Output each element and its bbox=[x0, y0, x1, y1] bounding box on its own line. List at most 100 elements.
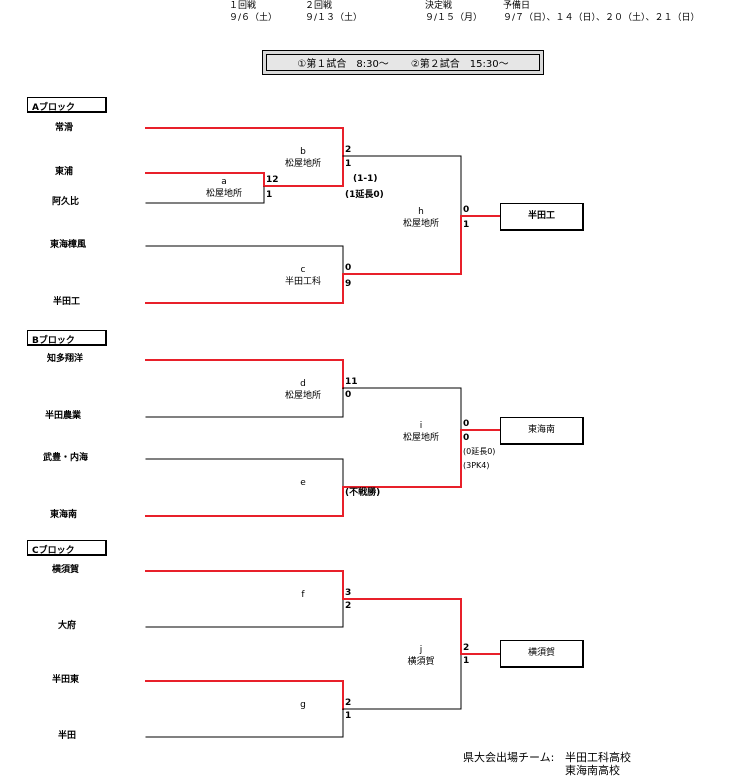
game-c-venue: 半田工科 bbox=[284, 277, 321, 287]
team-obu: 大府 bbox=[58, 621, 77, 631]
game-i-venue: 松屋地所 bbox=[402, 433, 439, 443]
game-c: c 半田工科 bbox=[268, 264, 338, 288]
team-handahigashi: 半田東 bbox=[52, 675, 80, 685]
round1-name: １回戦 bbox=[229, 1, 257, 11]
game-j-id: j bbox=[419, 645, 423, 655]
final-name: 決定戦 bbox=[425, 1, 453, 11]
team-handako: 半田工 bbox=[53, 297, 81, 307]
game-i: i 松屋地所 bbox=[386, 420, 456, 444]
score-f-bot: 2 bbox=[345, 601, 352, 611]
game-i-id: i bbox=[419, 421, 423, 431]
game-a: a 松屋地所 bbox=[189, 176, 259, 200]
score-j-bot: 1 bbox=[463, 656, 470, 666]
line-f-out bbox=[342, 598, 462, 655]
score-c-bot: 9 bbox=[345, 279, 352, 289]
team-tokaiminami: 東海南 bbox=[50, 510, 78, 520]
score-a-top: 12 bbox=[266, 175, 279, 185]
game-d-venue: 松屋地所 bbox=[284, 391, 321, 401]
winner-c-box: 横須賀 bbox=[500, 640, 584, 668]
game-a-venue: 松屋地所 bbox=[205, 189, 242, 199]
note-e-forfeit: (不戦勝) bbox=[345, 488, 381, 498]
block-a-label: Aブロック bbox=[27, 97, 107, 113]
game-h-id: h bbox=[418, 207, 424, 217]
line-handako bbox=[145, 273, 344, 304]
game-b-venue: 松屋地所 bbox=[284, 159, 321, 169]
match-time-box: ①第１試合 8:30～ ②第２試合 15:30～ bbox=[262, 50, 544, 75]
line-g-out bbox=[342, 653, 462, 710]
score-a-bot: 1 bbox=[266, 190, 273, 200]
game-c-id: c bbox=[300, 265, 306, 275]
game-a-id: a bbox=[221, 177, 227, 187]
score-g-top: 2 bbox=[345, 698, 352, 708]
line-obu bbox=[145, 598, 344, 628]
footer-label: 県大会出場チーム: bbox=[463, 751, 555, 764]
game-f: f bbox=[268, 589, 338, 601]
line-e-out bbox=[342, 429, 462, 488]
line-handa bbox=[145, 708, 344, 738]
winner-b-box: 東海南 bbox=[500, 417, 584, 445]
round1-date: ９/６（土） bbox=[229, 13, 278, 23]
team-higashiura: 東浦 bbox=[55, 167, 74, 177]
note-i-1: (0延長0) bbox=[463, 447, 496, 456]
reserve-date: ９/７（日）、１４（日）、２０（土）、２１（日） bbox=[503, 13, 700, 23]
line-tokaishofu bbox=[145, 245, 344, 275]
team-agui: 阿久比 bbox=[52, 197, 80, 207]
score-b-top: 2 bbox=[345, 145, 352, 155]
line-yokosuka bbox=[145, 570, 344, 600]
game-f-id: f bbox=[301, 590, 305, 600]
first-match-time: ①第１試合 8:30～ bbox=[297, 59, 389, 70]
line-d-out bbox=[342, 387, 462, 431]
block-b-label: Bブロック bbox=[27, 330, 107, 346]
game-g-id: g bbox=[300, 700, 306, 710]
round2-name: ２回戦 bbox=[305, 1, 333, 11]
game-j: j 横須賀 bbox=[386, 644, 456, 668]
game-d: d 松屋地所 bbox=[268, 378, 338, 402]
final-date: ９/１５（月） bbox=[425, 13, 483, 23]
game-b: b 松屋地所 bbox=[268, 146, 338, 170]
second-match-time: ②第２試合 15:30～ bbox=[410, 59, 509, 70]
game-e: e bbox=[268, 477, 338, 489]
score-h-top: 0 bbox=[463, 205, 470, 215]
note-b-1: (1-1) bbox=[353, 174, 378, 184]
reserve-name: 予備日 bbox=[503, 1, 531, 11]
game-e-id: e bbox=[300, 478, 306, 488]
score-g-bot: 1 bbox=[345, 711, 352, 721]
team-tokaishofu: 東海樟風 bbox=[50, 240, 87, 250]
game-b-id: b bbox=[300, 147, 306, 157]
line-handanogyo bbox=[145, 387, 344, 418]
line-higashiura bbox=[145, 155, 344, 187]
score-h-bot: 1 bbox=[463, 220, 470, 230]
score-d-top: 11 bbox=[345, 377, 358, 387]
score-i-bot: 0 bbox=[463, 433, 470, 443]
block-c-label: Cブロック bbox=[27, 540, 107, 556]
game-h: h 松屋地所 bbox=[386, 206, 456, 230]
winner-a-box: 半田工 bbox=[500, 203, 584, 231]
game-d-id: d bbox=[300, 379, 306, 389]
score-f-top: 3 bbox=[345, 588, 352, 598]
score-i-top: 0 bbox=[463, 419, 470, 429]
note-b-2: (1延長0) bbox=[345, 190, 384, 200]
footer-team2: 東海南高校 bbox=[565, 764, 620, 777]
game-h-venue: 松屋地所 bbox=[402, 219, 439, 229]
line-tokoname bbox=[145, 127, 344, 157]
team-yokosuka: 横須賀 bbox=[52, 565, 80, 575]
line-c-out bbox=[342, 215, 462, 275]
score-c-top: 0 bbox=[345, 263, 352, 273]
score-d-bot: 0 bbox=[345, 390, 352, 400]
team-handa: 半田 bbox=[58, 731, 77, 741]
team-chitashoyo: 知多翔洋 bbox=[47, 354, 84, 364]
team-taketoyo: 武豊・内海 bbox=[43, 453, 89, 463]
score-j-top: 2 bbox=[463, 643, 470, 653]
line-agui bbox=[145, 186, 265, 204]
line-chitashoyo bbox=[145, 359, 344, 389]
line-tokaiminami bbox=[145, 486, 344, 517]
line-taketoyo bbox=[145, 458, 344, 488]
round2-date: ９/１３（土） bbox=[305, 13, 363, 23]
line-b-out bbox=[342, 155, 462, 217]
team-tokoname: 常滑 bbox=[55, 123, 74, 133]
game-g: g bbox=[268, 699, 338, 711]
game-j-venue: 横須賀 bbox=[407, 657, 435, 667]
team-handanogyo: 半田農業 bbox=[45, 411, 82, 421]
note-i-2: (3PK4) bbox=[463, 461, 490, 470]
